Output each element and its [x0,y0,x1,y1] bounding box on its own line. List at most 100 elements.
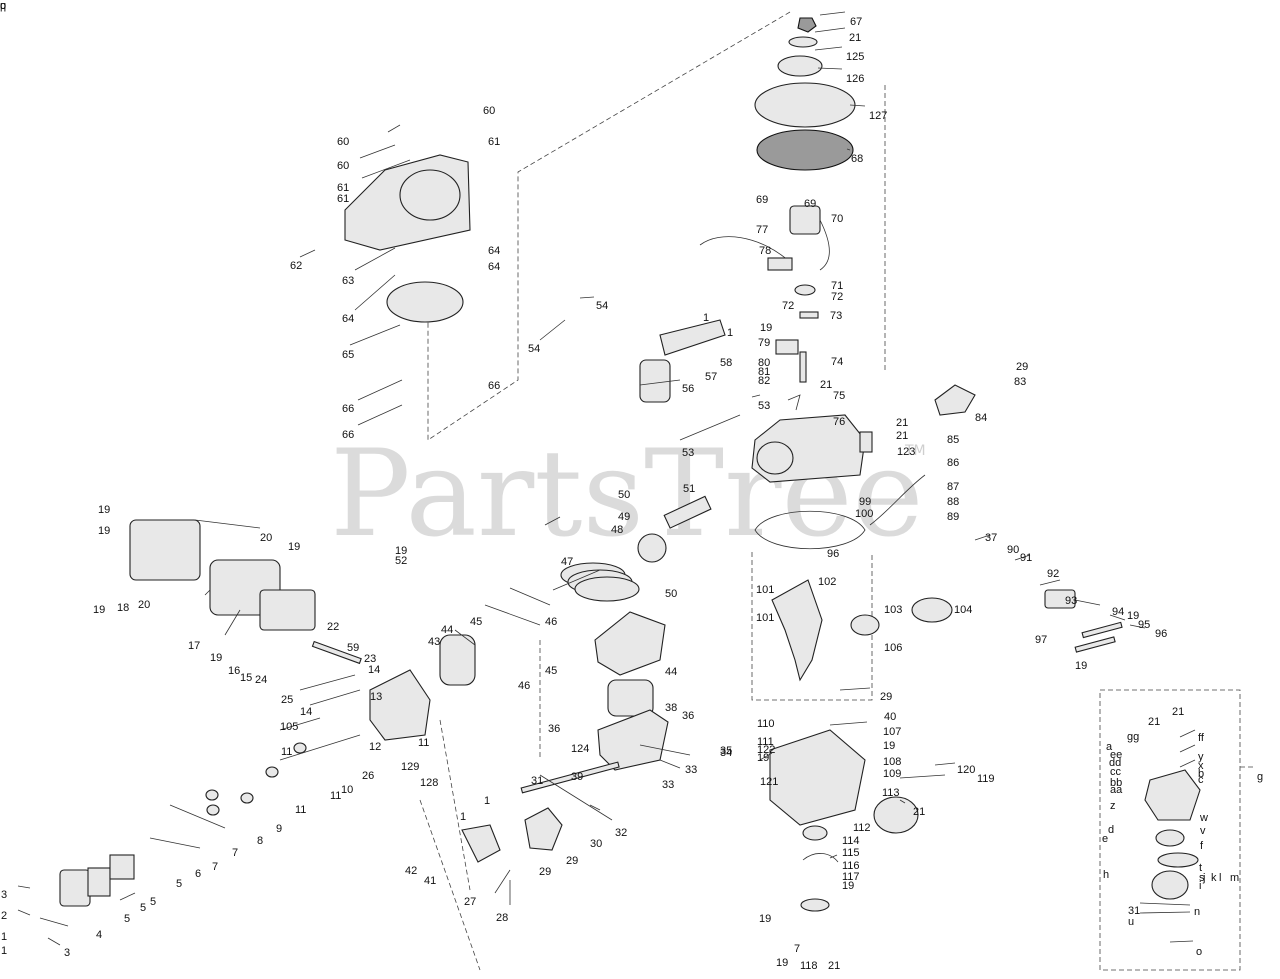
callout-label: 26 [362,770,374,782]
callout-label: 69 [804,198,816,210]
callout-label: 11 [330,790,341,802]
callout-label: 33 [662,779,674,791]
callout-label: 90 [1007,544,1019,556]
callout-label: 50 [665,588,677,600]
callout-label: 101 [756,584,774,596]
callout-label: 67 [850,16,862,28]
callout-label: b [1198,768,1204,780]
starter-bracket [659,319,726,356]
oil-filter [873,796,919,834]
callout-label: 113 [882,787,900,799]
base-washer [800,898,830,912]
callout-label: d [1108,824,1114,836]
callout-label: 7 [232,847,238,859]
callout-label: 91 [1020,552,1032,564]
callout-label: 64 [488,245,500,257]
callout-label: o [1196,946,1202,958]
callout-label: c [1198,774,1204,786]
callout-label: 19 [288,541,300,553]
bushing-4 [265,766,279,778]
callout-label: e [1102,833,1108,845]
callout-label: 29 [1016,361,1028,373]
part-illustrations [59,17,1201,912]
callout-label: 45 [470,616,482,628]
callout-label: m [1230,872,1239,884]
governor-plate [775,339,799,355]
callout-label: 114 [842,835,860,847]
callout-label: 66 [342,403,354,415]
fan-screen [754,82,856,128]
callout-label: 5 [150,896,156,908]
air-filter-base [597,709,669,771]
callout-label: 65 [342,349,354,361]
callout-label: 19 [883,740,895,752]
callout-label: 127 [869,110,887,122]
callout-label: 129 [401,761,419,773]
callout-label: 46 [518,680,530,692]
callout-label: 5 [176,878,182,890]
callout-label: 11 [295,804,306,816]
callout-label: cc [1110,766,1122,778]
callout-label: 77 [756,224,768,236]
callout-label: bb [1110,777,1122,789]
callout-label: 16 [228,665,240,677]
callout-label: 27 [464,896,476,908]
callout-label: 1 [484,795,490,807]
callout-label: 74 [831,356,843,368]
end-bracket [87,867,111,897]
cylinder-bore [756,441,794,475]
callout-label: j [1202,872,1205,884]
oil-seal [802,853,839,863]
callout-label: x [1198,760,1204,772]
callout-label: 61 [488,136,500,148]
callout-label: 40 [884,711,896,723]
callout-label: 85 [947,434,959,446]
callout-label: 60 [483,105,495,117]
callout-label: 61 [337,182,349,194]
callout-label: 64 [342,313,354,325]
callout-label: 30 [590,838,602,850]
oil-sump [769,729,866,826]
callout-label: 1 [727,327,733,339]
callout-label: 101 [756,612,774,624]
callout-label: 124 [571,743,589,755]
linkage-rod-2 [1074,636,1116,653]
callout-label: 13 [370,691,382,703]
leader-lines [17,11,1196,946]
callout-label: 117 [842,871,860,883]
callout-label: 46 [545,616,557,628]
callout-label: 64 [488,261,500,273]
piston [637,533,667,563]
callout-label: 29 [566,855,578,867]
callout-label: 23 [364,653,376,665]
washer [788,36,818,48]
callout-label: 29 [880,691,892,703]
callout-label: 92 [1047,568,1059,580]
callout-label: 120 [957,764,975,776]
callout-label: 111 [757,736,774,748]
callout-label: 96 [827,548,839,560]
callout-label: 1 [1,931,7,943]
callout-label: y [1198,751,1204,763]
callout-label: 19 [842,880,854,892]
linkage-rod-1 [1081,621,1123,639]
callout-label: 42 [405,865,417,877]
callout-label: 75 [833,390,845,402]
callout-label: 102 [818,576,836,588]
callout-label: 43 [428,636,440,648]
callout-label: 34 [720,747,732,759]
watermark-tm: TM [904,443,926,459]
linkage-bracket [1044,589,1076,609]
bushing-5 [293,742,307,754]
callout-label: 35 [720,745,732,757]
callout-label: 115 [842,847,860,859]
callout-label: 19 [93,604,105,616]
callout-label: 126 [846,73,864,85]
callout-label: 63 [342,275,354,287]
callout-label: 22 [327,621,339,633]
callout-label: 28 [496,912,508,924]
callout-label: 19 [210,652,222,664]
carb-detail [1144,769,1201,821]
callout-label: 29 [539,866,551,878]
callout-label: 96 [1155,628,1167,640]
